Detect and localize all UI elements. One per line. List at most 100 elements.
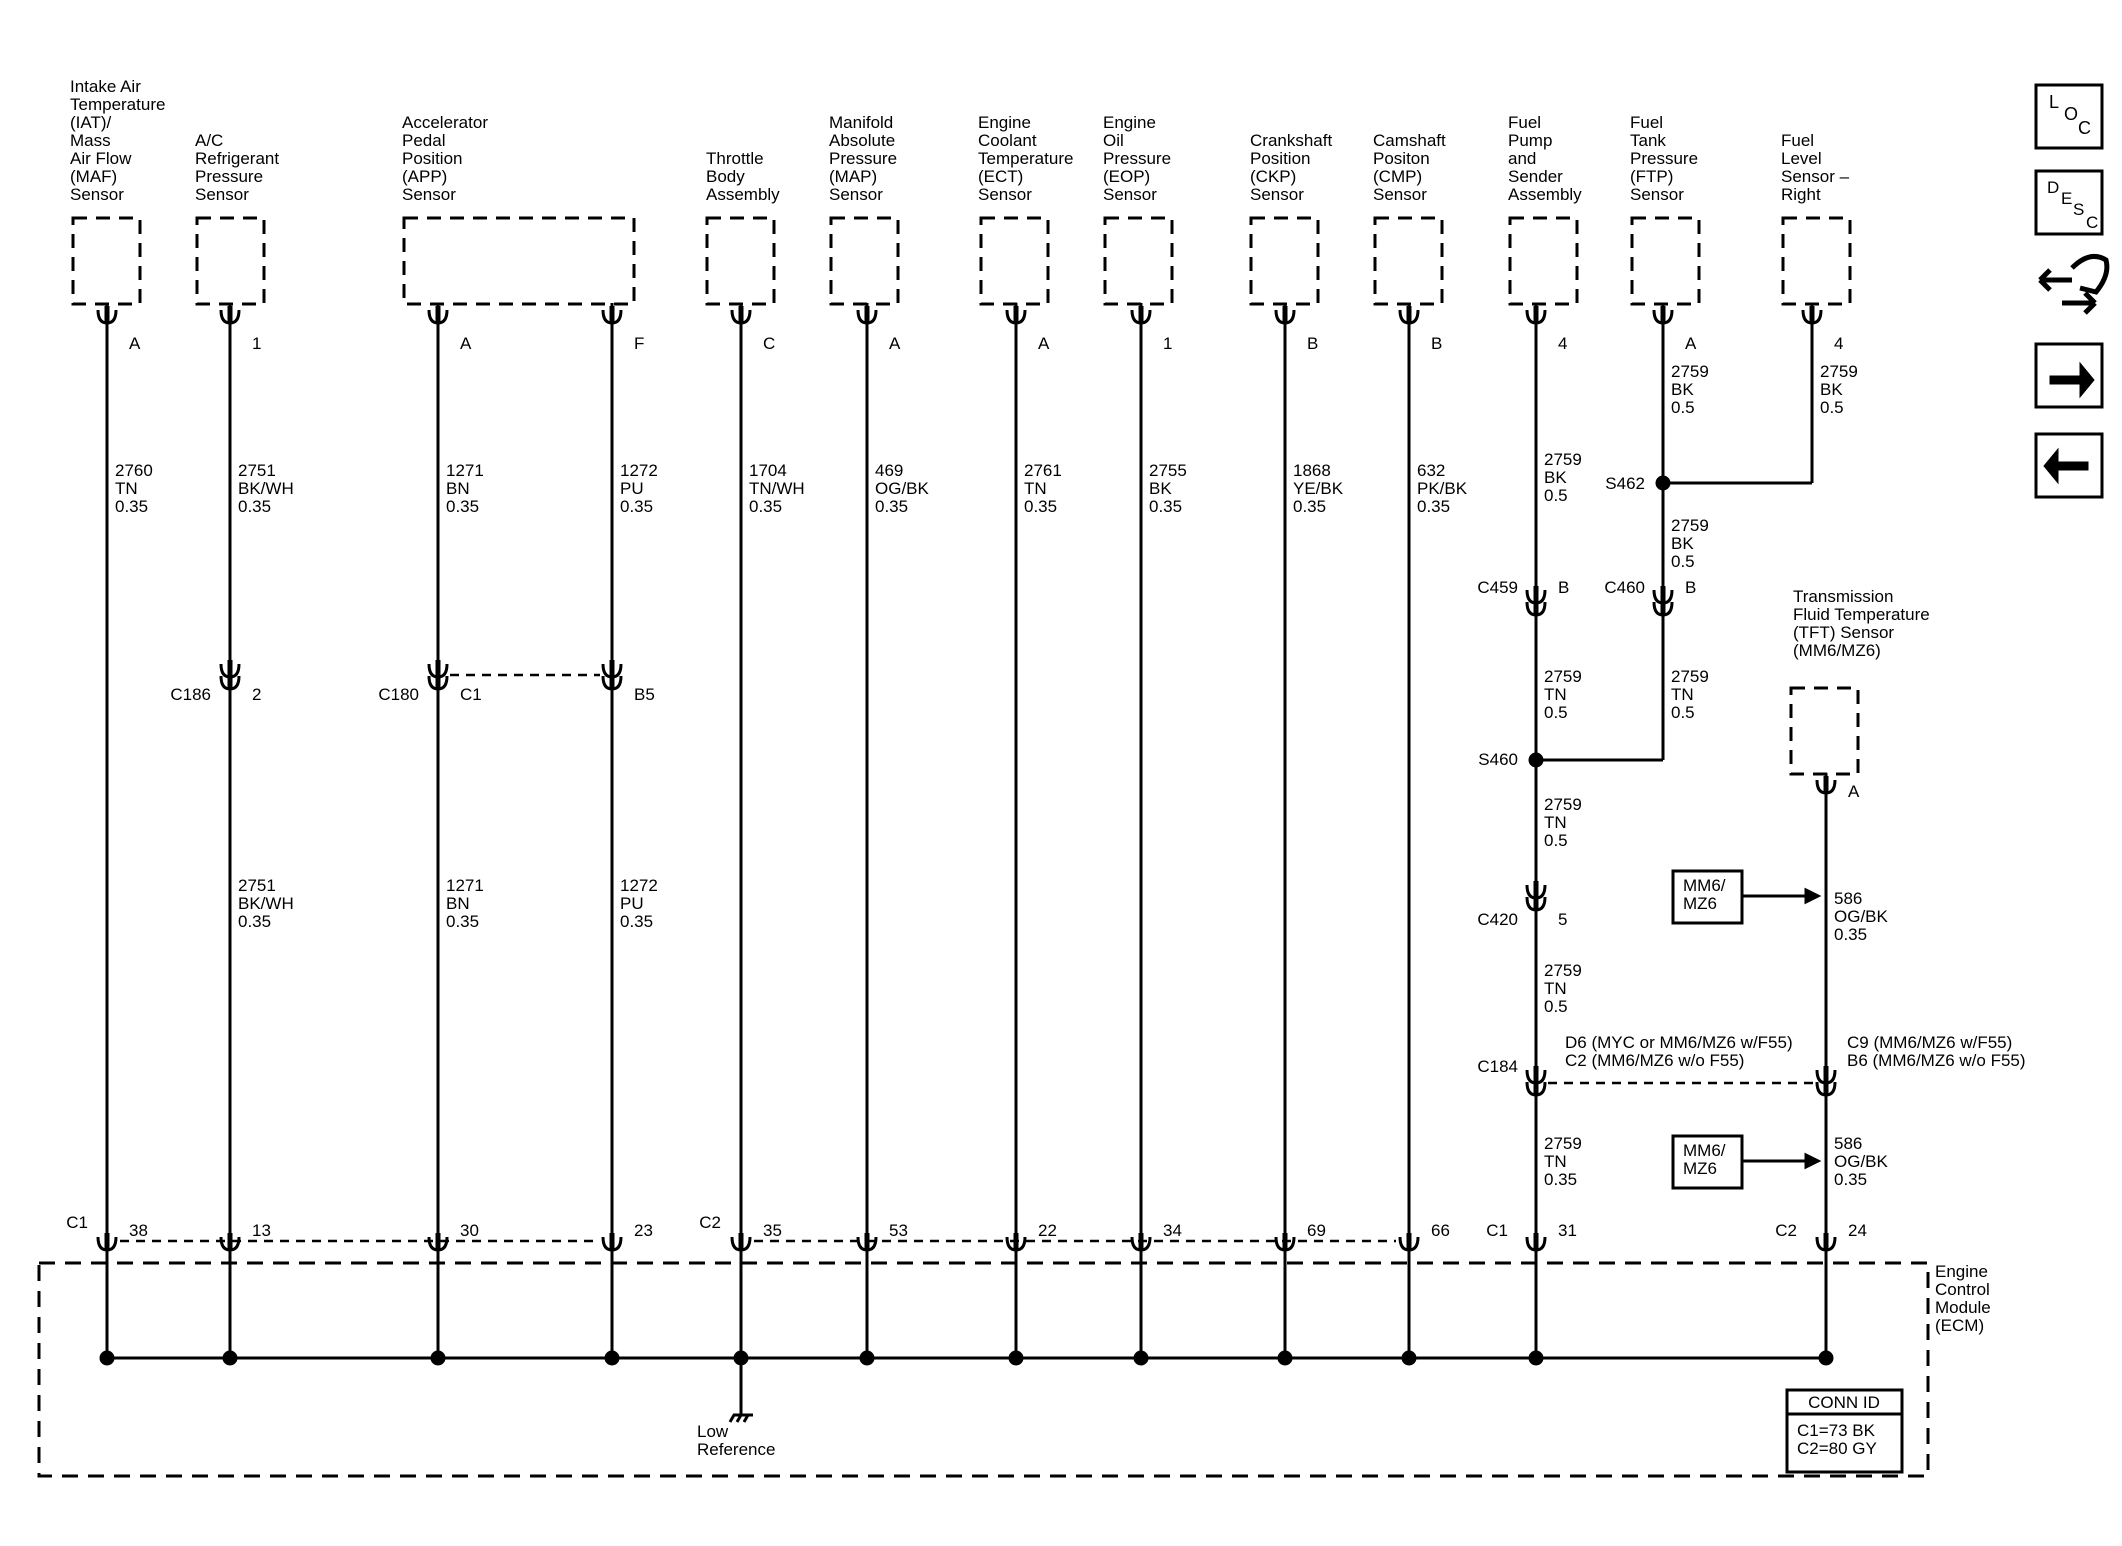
ecm-pin-label: 23 bbox=[634, 1221, 653, 1240]
ecm-terminal bbox=[1274, 1236, 1296, 1252]
sensor-terminal bbox=[427, 309, 449, 325]
next-page-button[interactable] bbox=[2034, 342, 2104, 409]
wire-label: 0.35 bbox=[875, 497, 908, 516]
pin-label: B bbox=[1307, 334, 1318, 353]
wire-label: BK/WH bbox=[238, 894, 294, 913]
wire-label: 586 bbox=[1834, 1134, 1862, 1153]
sensor-title: Fuel bbox=[1508, 113, 1541, 132]
desc-letter: C bbox=[2086, 213, 2098, 232]
sensor-title: (MAF) bbox=[70, 167, 117, 186]
wire-label: 1868 bbox=[1293, 461, 1331, 480]
wire-label: 1272 bbox=[620, 876, 658, 895]
wire-label: 2759 bbox=[1544, 667, 1582, 686]
wire-label: BN bbox=[446, 894, 470, 913]
bus-junction bbox=[859, 1350, 875, 1366]
c184-pin-label: B6 (MM6/MZ6 w/o F55) bbox=[1847, 1051, 2026, 1070]
pin-label: 1 bbox=[252, 334, 261, 353]
s462-splice bbox=[1655, 475, 1671, 491]
wire-label: 0.35 bbox=[1024, 497, 1057, 516]
ecm-terminal bbox=[1525, 1236, 1547, 1252]
wire-label: 0.5 bbox=[1544, 703, 1568, 722]
wire-label: 0.5 bbox=[1544, 997, 1568, 1016]
option-box bbox=[1671, 869, 1744, 925]
c184-pin-label: D6 (MYC or MM6/MZ6 w/F55) bbox=[1565, 1033, 1793, 1052]
sensor-title: Sender bbox=[1508, 167, 1563, 186]
sensor-title: (CMP) bbox=[1373, 167, 1422, 186]
sensor-terminal bbox=[856, 309, 878, 325]
pin-label: 4 bbox=[1558, 334, 1567, 353]
sensor-title: Pressure bbox=[195, 167, 263, 186]
sensor-title: (IAT)/ bbox=[70, 113, 112, 132]
ecm-name: Module bbox=[1935, 1298, 1991, 1317]
wire-label: 2760 bbox=[115, 461, 153, 480]
wire-label: 0.5 bbox=[1820, 398, 1844, 417]
sensor-title: Position bbox=[402, 149, 462, 168]
wire-label: 2751 bbox=[238, 461, 276, 480]
option-box-label: MM6/ bbox=[1683, 1141, 1726, 1160]
wire-label: PK/BK bbox=[1417, 479, 1468, 498]
option-box-label: MM6/ bbox=[1683, 876, 1726, 895]
inline-connector-name: C186 bbox=[170, 685, 211, 704]
conn-id-row: C2=80 GY bbox=[1797, 1439, 1877, 1458]
loc-button[interactable]: LOC bbox=[2034, 83, 2104, 150]
sensor-terminal bbox=[730, 309, 752, 325]
bus-junction bbox=[733, 1350, 749, 1366]
wire-label: TN bbox=[1544, 979, 1567, 998]
sensor-title: Camshaft bbox=[1373, 131, 1446, 150]
inline-connector-bottom bbox=[601, 675, 623, 691]
sensor-terminal bbox=[219, 309, 241, 325]
sensor-title: Engine bbox=[1103, 113, 1156, 132]
bus-junction bbox=[222, 1350, 238, 1366]
wire-label: 0.35 bbox=[1544, 1170, 1577, 1189]
wire-label: 1271 bbox=[446, 461, 484, 480]
c459-pin: B bbox=[1558, 578, 1569, 597]
bus-junction bbox=[1528, 1350, 1544, 1366]
pin-label: 1 bbox=[1163, 334, 1172, 353]
wire-label: 0.5 bbox=[1671, 703, 1695, 722]
wire-label: 2751 bbox=[238, 876, 276, 895]
ftp-terminal bbox=[1652, 309, 1674, 325]
arrow-head bbox=[1804, 887, 1822, 905]
sensor-title: Oil bbox=[1103, 131, 1124, 150]
c420-label: C420 bbox=[1477, 910, 1518, 929]
c459-connector-bottom bbox=[1525, 601, 1547, 617]
sensor-title: Sensor bbox=[1373, 185, 1427, 204]
wire-label: BK bbox=[1149, 479, 1172, 498]
conn-id-title: CONN ID bbox=[1808, 1393, 1880, 1412]
sensor-title: Temperature bbox=[70, 95, 165, 114]
sensor-title: Coolant bbox=[978, 131, 1037, 150]
tft-title: (MM6/MZ6) bbox=[1793, 641, 1881, 660]
sensor-title: Right bbox=[1781, 185, 1821, 204]
hand-outline bbox=[2070, 253, 2110, 295]
previous-page-button[interactable] bbox=[2034, 432, 2104, 499]
ecm-pin-label: 34 bbox=[1163, 1221, 1182, 1240]
wire-label: 0.5 bbox=[1671, 552, 1695, 571]
sensor-title: Fuel bbox=[1630, 113, 1663, 132]
wire-label: 0.35 bbox=[115, 497, 148, 516]
loc-letter: L bbox=[2049, 92, 2059, 112]
connector-view-icon[interactable] bbox=[2038, 253, 2110, 315]
wire-label: 2755 bbox=[1149, 461, 1187, 480]
pin-label: A bbox=[889, 334, 901, 353]
c460-pin: B bbox=[1685, 578, 1696, 597]
sensor-title: Mass bbox=[70, 131, 111, 150]
pin-label: B bbox=[1431, 334, 1442, 353]
sensor-title: Engine bbox=[978, 113, 1031, 132]
wire-label: BK bbox=[1671, 534, 1694, 553]
sensor-title: Assembly bbox=[1508, 185, 1582, 204]
desc-letter: S bbox=[2073, 200, 2084, 219]
c459-label: C459 bbox=[1477, 578, 1518, 597]
wire-label: 0.35 bbox=[620, 912, 653, 931]
sensor-title: Level bbox=[1781, 149, 1822, 168]
option-box-label: MZ6 bbox=[1683, 1159, 1717, 1178]
sensor-title: (APP) bbox=[402, 167, 447, 186]
sensor-title: Body bbox=[706, 167, 745, 186]
sensor-title: Tank bbox=[1630, 131, 1666, 150]
bus-junction bbox=[1818, 1350, 1834, 1366]
option-box bbox=[1671, 1134, 1744, 1190]
sensor-title: Pressure bbox=[1630, 149, 1698, 168]
ecm-terminal bbox=[1398, 1236, 1420, 1252]
ecm-c2-label: C2 bbox=[699, 1213, 721, 1232]
sensor-title: Temperature bbox=[978, 149, 1073, 168]
